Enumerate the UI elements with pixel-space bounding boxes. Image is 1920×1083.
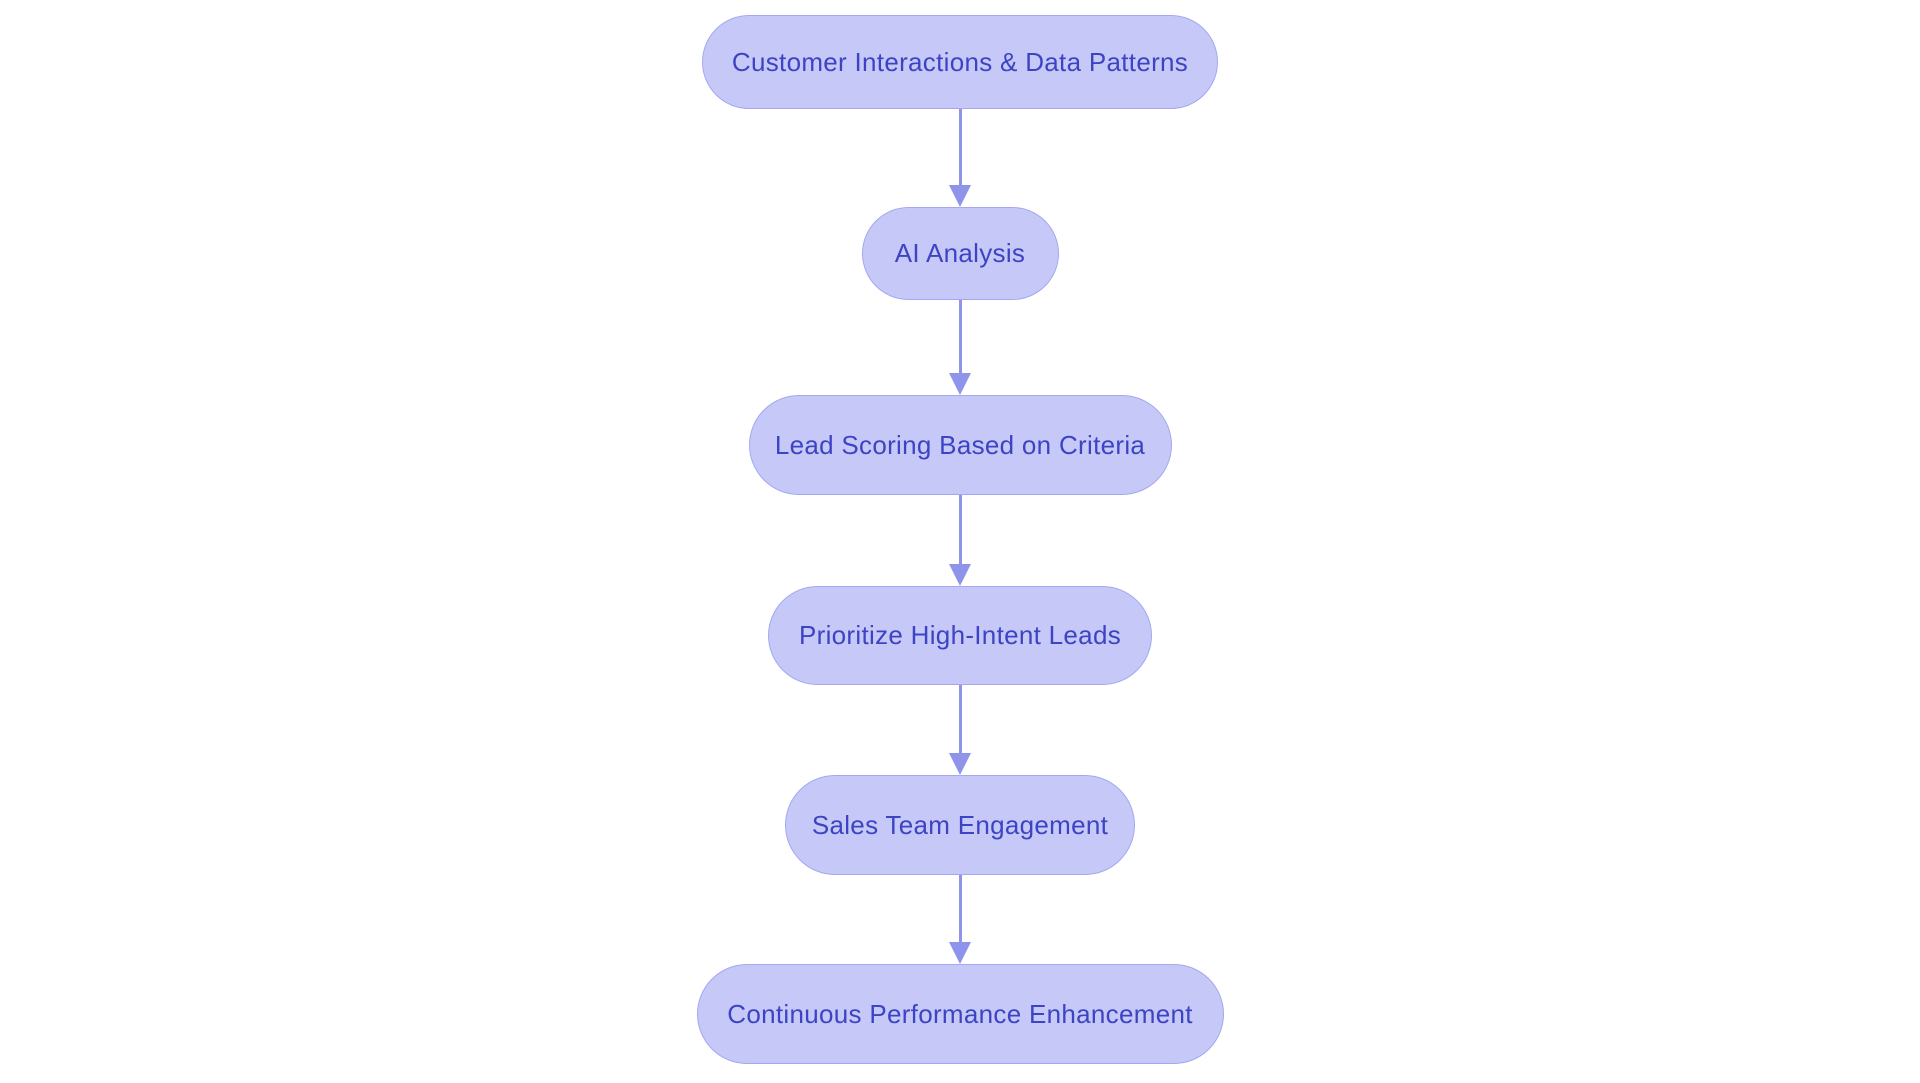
flowchart: Customer Interactions & Data Patterns AI… bbox=[0, 15, 1920, 1064]
arrow-line bbox=[958, 875, 962, 942]
flow-node-sales-engagement: Sales Team Engagement bbox=[785, 775, 1135, 875]
flow-arrow-1 bbox=[949, 109, 971, 207]
arrow-line bbox=[958, 109, 962, 185]
flow-arrow-3 bbox=[949, 495, 971, 586]
arrow-line bbox=[958, 495, 962, 564]
flow-node-ai-analysis: AI Analysis bbox=[861, 207, 1059, 300]
arrow-line bbox=[958, 685, 962, 753]
arrowhead-down-icon bbox=[949, 942, 971, 964]
flow-node-customer-interactions: Customer Interactions & Data Patterns bbox=[702, 15, 1218, 109]
flow-node-prioritize-leads: Prioritize High-Intent Leads bbox=[768, 586, 1152, 685]
flow-arrow-5 bbox=[949, 875, 971, 964]
flow-arrow-2 bbox=[949, 300, 971, 395]
arrowhead-down-icon bbox=[949, 373, 971, 395]
flow-node-lead-scoring: Lead Scoring Based on Criteria bbox=[748, 395, 1172, 495]
arrowhead-down-icon bbox=[949, 185, 971, 207]
arrow-line bbox=[958, 300, 962, 373]
arrowhead-down-icon bbox=[949, 564, 971, 586]
flow-node-performance-enhancement: Continuous Performance Enhancement bbox=[696, 964, 1224, 1064]
arrowhead-down-icon bbox=[949, 753, 971, 775]
flow-arrow-4 bbox=[949, 685, 971, 775]
